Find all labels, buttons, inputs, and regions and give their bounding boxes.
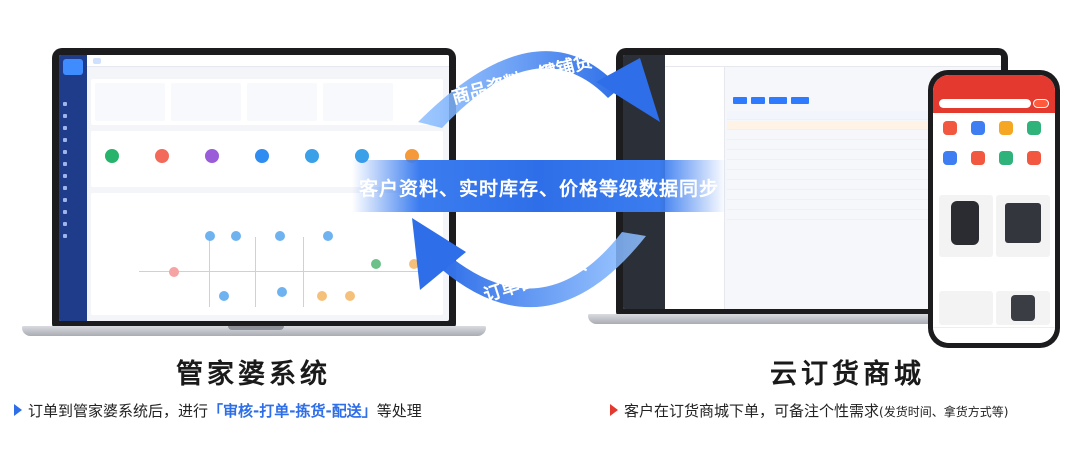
category-icon	[943, 151, 957, 165]
shortcut-icon	[205, 149, 219, 163]
erp-nav-item	[59, 159, 87, 169]
erp-stat-block	[247, 83, 317, 121]
admin-toolbar-button	[751, 97, 765, 104]
flow-node-icon	[275, 231, 285, 241]
admin-table-row	[727, 191, 987, 200]
flow-connector	[139, 271, 419, 272]
flow-node-icon	[277, 287, 287, 297]
admin-toolbar-button	[733, 97, 747, 104]
erp-nav-item	[59, 207, 87, 217]
admin-table-row	[727, 181, 987, 190]
admin-table-row	[727, 201, 987, 210]
admin-table-row	[727, 171, 987, 180]
shortcut-icon	[255, 149, 269, 163]
erp-nav-item	[59, 147, 87, 157]
mall-phone	[928, 70, 1060, 348]
erp-flow-card	[91, 193, 443, 315]
bottom-arrow-label: 订单自动流转	[481, 253, 591, 307]
flow-node-icon	[169, 267, 179, 277]
erp-nav-item	[59, 135, 87, 145]
sync-banner-label: 客户资料、实时库存、价格等级数据同步	[358, 178, 719, 200]
erp-laptop-base	[22, 326, 486, 336]
flow-connector	[209, 237, 210, 307]
category-icon	[999, 151, 1013, 165]
erp-sidebar	[59, 55, 87, 321]
admin-toolbar-button	[769, 97, 787, 104]
admin-table-row	[727, 121, 987, 130]
phone-bottom-nav	[933, 327, 1055, 343]
erp-laptop-notch	[228, 326, 284, 330]
mall-desc-main: 客户在订货商城下单，可备注个性需求	[624, 402, 880, 420]
category-icon	[943, 121, 957, 135]
admin-table-row	[727, 131, 987, 140]
category-icon	[1027, 151, 1041, 165]
erp-nav-item	[59, 219, 87, 229]
category-icon	[971, 121, 985, 135]
admin-table-row	[727, 151, 987, 160]
triangle-right-blue-icon	[14, 404, 22, 416]
erp-nav-item	[59, 195, 87, 205]
flow-connector	[255, 237, 256, 307]
erp-stat-block	[171, 83, 241, 121]
shortcut-icon	[105, 149, 119, 163]
admin-toolbar-button	[791, 97, 809, 104]
mall-admin-topbar	[665, 55, 1001, 67]
sync-banner	[352, 160, 726, 212]
mall-system-title: 云订货商城	[770, 359, 925, 390]
admin-table-row	[727, 161, 987, 170]
erp-stat-block	[95, 83, 165, 121]
flow-node-icon	[323, 231, 333, 241]
triangle-right-red-icon	[610, 404, 618, 416]
erp-system-title: 管家婆系统	[176, 359, 331, 390]
category-icon	[971, 151, 985, 165]
flow-node-icon	[317, 291, 327, 301]
phone-search-button	[1033, 99, 1049, 108]
erp-nav-item	[59, 123, 87, 133]
mall-phone-screen	[933, 75, 1055, 343]
category-icon	[999, 121, 1013, 135]
mall-description: 客户在订货商城下单，可备注个性需求(发货时间、拿货方式等)	[624, 400, 1008, 421]
erp-description: 订单到管家婆系统后，进行「审核-打单-拣货-配送」等处理	[28, 400, 422, 421]
erp-desc-highlight: 「审核-打单-拣货-配送」	[208, 402, 377, 420]
flow-node-icon	[205, 231, 215, 241]
admin-table-header	[727, 111, 987, 120]
admin-table-row	[727, 141, 987, 150]
phone-product-image	[1005, 203, 1041, 243]
backpack-image	[951, 201, 979, 245]
category-icon	[1027, 121, 1041, 135]
product-card	[939, 291, 993, 325]
erp-tab-icon	[93, 58, 101, 64]
erp-nav-item	[59, 231, 87, 241]
flow-node-icon	[371, 259, 381, 269]
flow-node-icon	[409, 259, 419, 269]
erp-topbar	[87, 55, 449, 67]
top-arrow-label: 商品资料一键铺货	[449, 51, 595, 109]
shortcut-icon	[355, 149, 369, 163]
erp-nav-item	[59, 183, 87, 193]
shortcut-icon	[155, 149, 169, 163]
flow-node-icon	[345, 291, 355, 301]
erp-stat-block	[323, 83, 393, 121]
erp-nav-item	[59, 99, 87, 109]
flow-node-icon	[219, 291, 229, 301]
flow-connector	[303, 237, 304, 307]
erp-nav-item	[59, 171, 87, 181]
shortcut-icon	[305, 149, 319, 163]
shortcut-icon	[405, 149, 419, 163]
phone-search-bar	[939, 99, 1031, 108]
erp-logo-icon	[63, 59, 83, 75]
erp-desc-suffix: 等处理	[376, 402, 422, 420]
admin-table-row	[727, 211, 987, 220]
erp-nav-item	[59, 111, 87, 121]
flow-node-icon	[231, 231, 241, 241]
mall-desc-note: (发货时间、拿货方式等)	[879, 405, 1009, 419]
erp-desc-prefix: 订单到管家婆系统后，进行	[28, 402, 209, 420]
camera-phone-image	[1011, 295, 1035, 321]
mall-admin-laptop-base	[588, 314, 1036, 324]
